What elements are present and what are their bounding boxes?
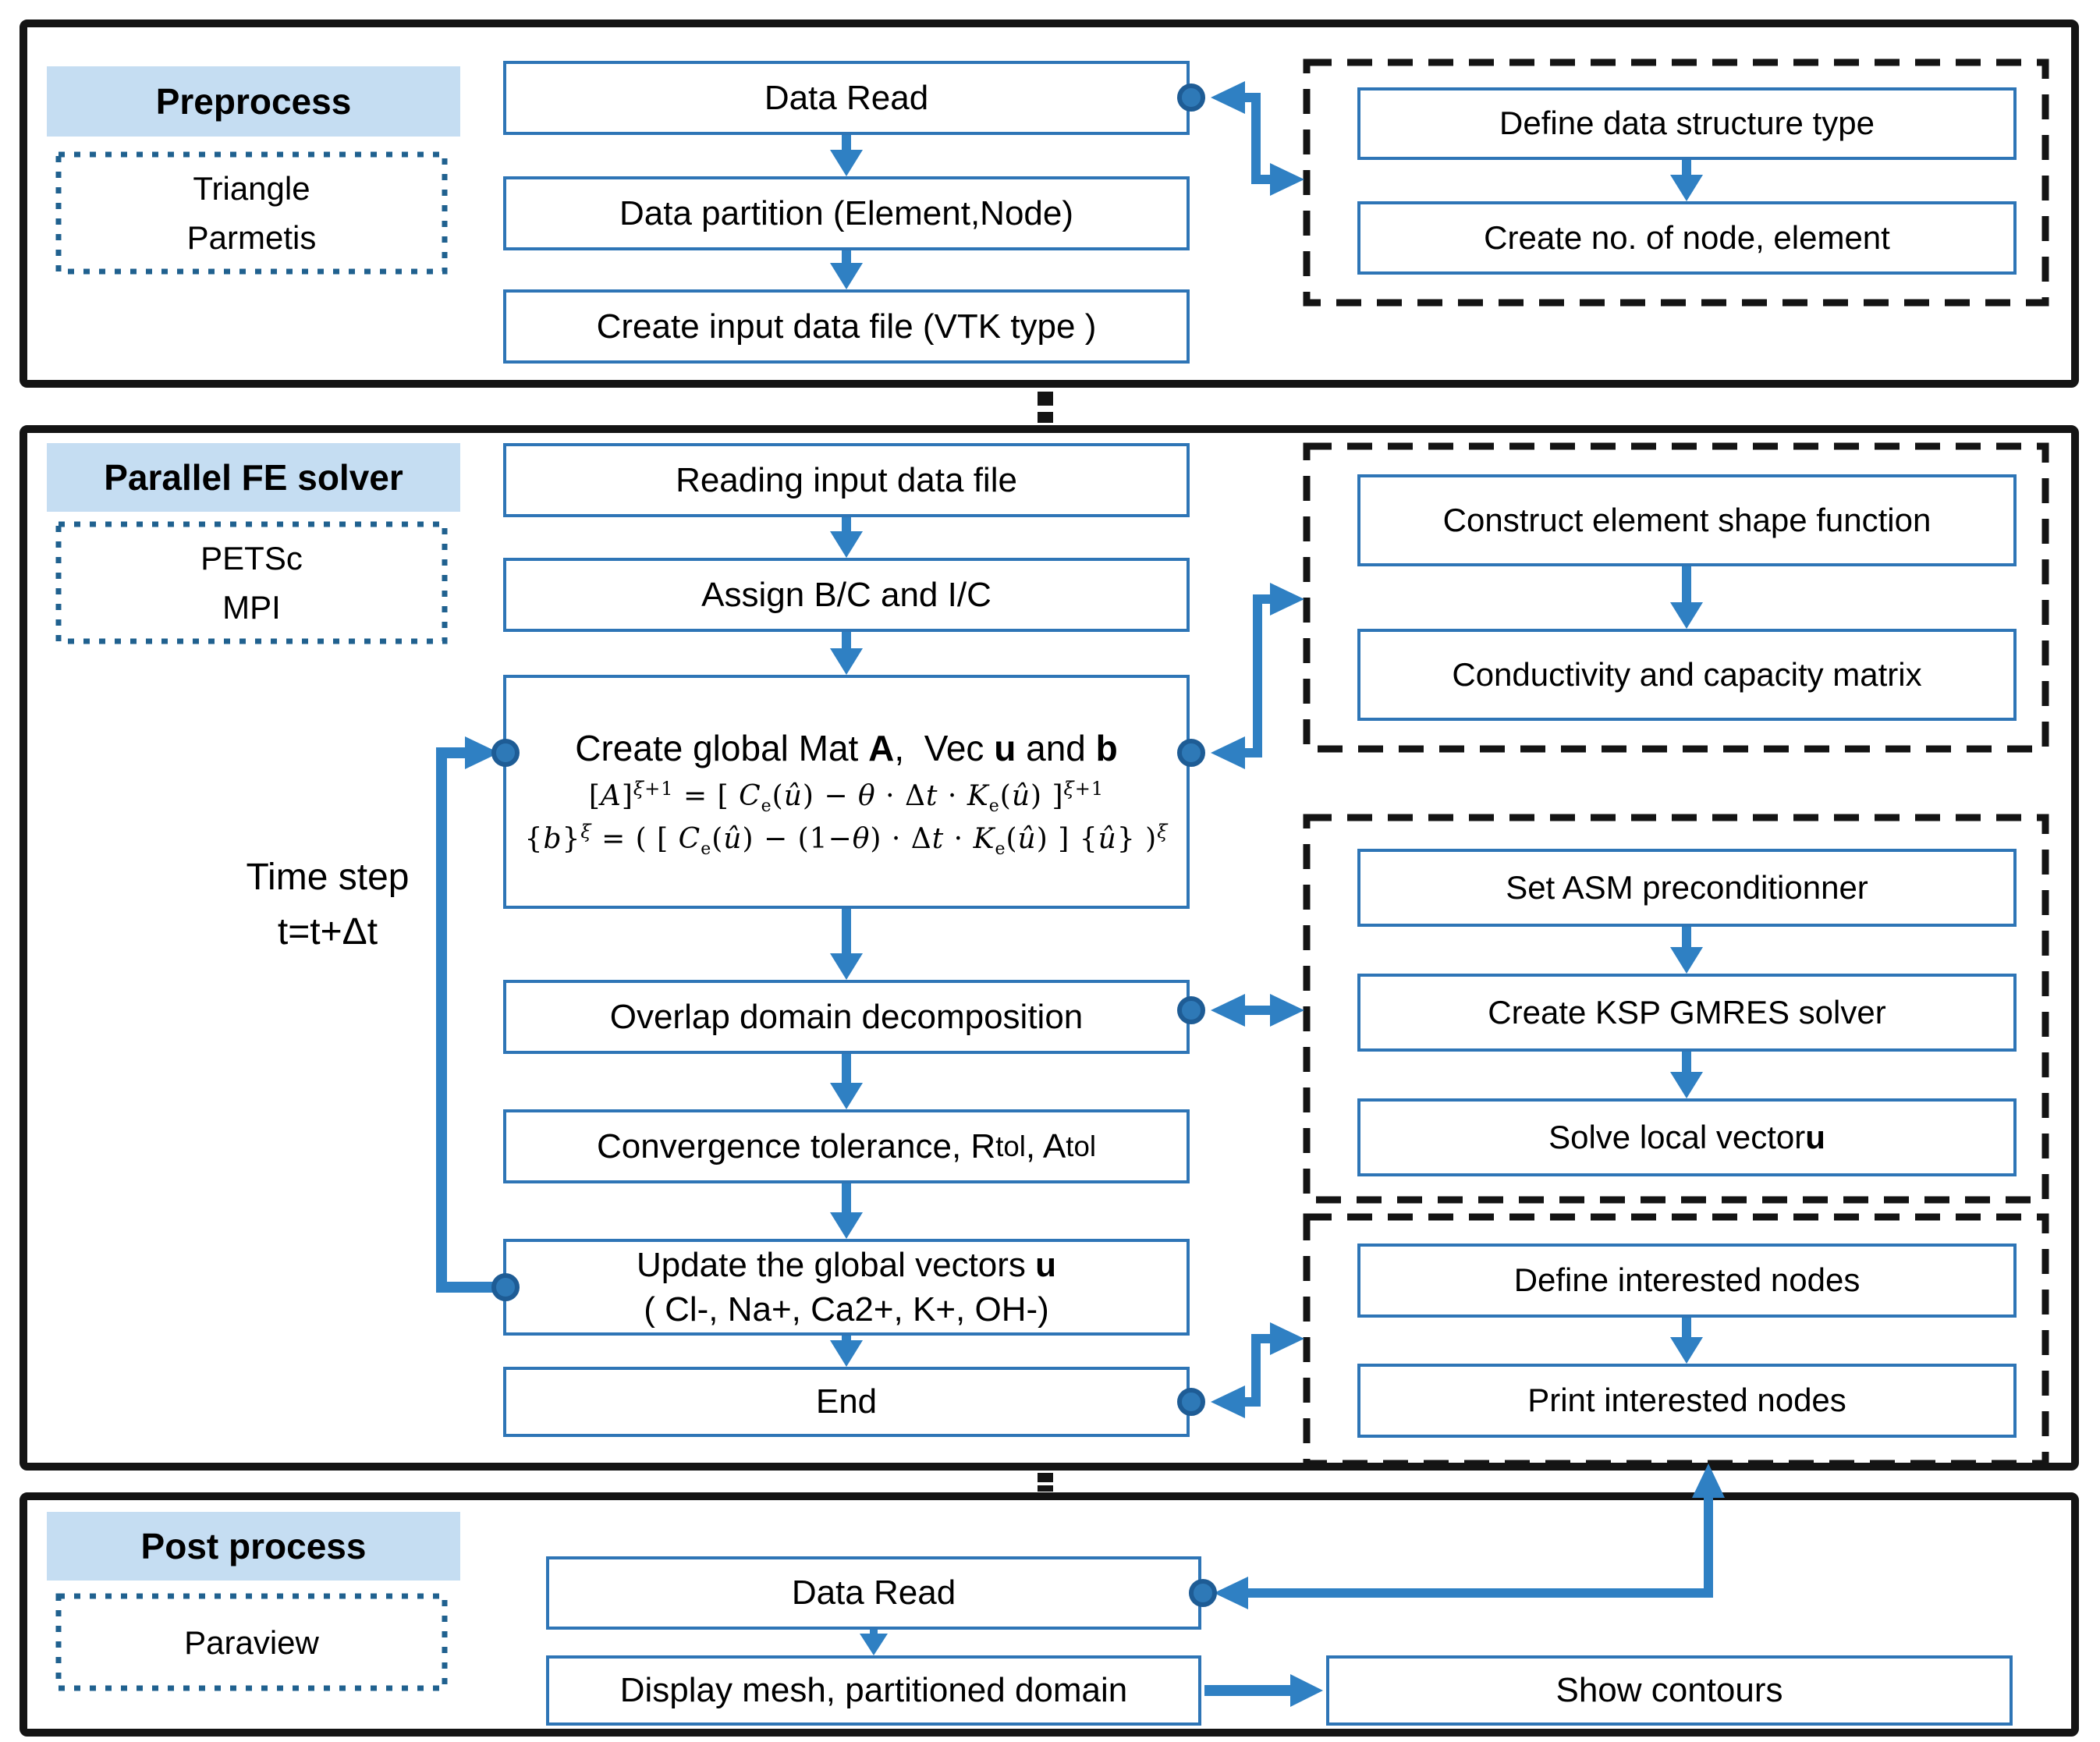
postprocess-label: Post process: [47, 1512, 460, 1581]
step-data-read-postprocess: Data Read: [546, 1556, 1201, 1630]
section-parallel-fe-solver: [20, 425, 2079, 1471]
tool-triangle: Triangle: [193, 170, 310, 207]
preprocess-tools: Triangle Parmetis: [59, 154, 445, 271]
time-step-line2: t=t+Δt: [277, 911, 378, 953]
time-step-line1: Time step: [246, 857, 410, 899]
step-update-global-vectors: Update the global vectors u ( Cl-, Na+, …: [503, 1239, 1190, 1336]
step-data-read-preprocess: Data Read: [503, 61, 1190, 135]
tool-petsc: PETSc: [200, 540, 303, 577]
tool-mpi: MPI: [222, 589, 281, 626]
sub-solve-local-vector: Solve local vector u: [1357, 1098, 2017, 1176]
update-vectors-line1: Update the global vectors u: [636, 1245, 1057, 1284]
postprocess-tools: Paraview: [59, 1596, 445, 1688]
sub-create-node-count: Create no. of node, element: [1357, 201, 2017, 275]
formula-matrix-a: [A]ξ+1 = [ Ce(û) − θ · Δt · Ke(û) ]ξ+1: [588, 778, 1105, 817]
step-reading-input: Reading input data file: [503, 443, 1190, 517]
section-break-dots-bottom: [1038, 1473, 1053, 1492]
tool-paraview: Paraview: [184, 1623, 319, 1661]
sub-define-interested-nodes: Define interested nodes: [1357, 1244, 2017, 1318]
section-preprocess: [20, 20, 2079, 388]
time-step-note: Time step t=t+Δt: [140, 843, 515, 967]
step-overlap-decomposition: Overlap domain decomposition: [503, 980, 1190, 1054]
sub-print-interested-nodes: Print interested nodes: [1357, 1364, 2017, 1438]
solver-tools: PETSc MPI: [59, 524, 445, 641]
sub-create-ksp-gmres: Create KSP GMRES solver: [1357, 974, 2017, 1052]
formula-vector-b: {b}ξ = ( [ Ce(û) − (1−θ) · Δt · Ke(û) ] …: [524, 820, 1169, 860]
tool-parmetis: Parmetis: [186, 219, 317, 256]
sub-conductivity-matrix: Conductivity and capacity matrix: [1357, 629, 2017, 721]
step-data-partition: Data partition (Element,Node): [503, 176, 1190, 250]
step-display-mesh: Display mesh, partitioned domain: [546, 1655, 1201, 1726]
solver-label: Parallel FE solver: [47, 443, 460, 512]
sub-construct-shape-function: Construct element shape function: [1357, 474, 2017, 566]
preprocess-label: Preprocess: [47, 66, 460, 137]
sub-define-data-structure: Define data structure type: [1357, 87, 2017, 160]
step-show-contours: Show contours: [1326, 1655, 2013, 1726]
step-assign-bc-ic: Assign B/C and I/C: [503, 558, 1190, 632]
step-end: End: [503, 1367, 1190, 1437]
section-break-dots-top: [1038, 392, 1053, 423]
sub-set-asm-preconditioner: Set ASM preconditionner: [1357, 849, 2017, 927]
step-create-input-file: Create input data file (VTK type ): [503, 289, 1190, 364]
step-create-global-matrix: Create global Mat A, Vec u and b [A]ξ+1 …: [503, 675, 1190, 909]
update-vectors-line2: ( Cl-, Na+, Ca2+, K+, OH-): [644, 1290, 1049, 1329]
section-post-process: [20, 1492, 2079, 1737]
create-global-title: Create global Mat A, Vec u and b: [575, 728, 1118, 769]
